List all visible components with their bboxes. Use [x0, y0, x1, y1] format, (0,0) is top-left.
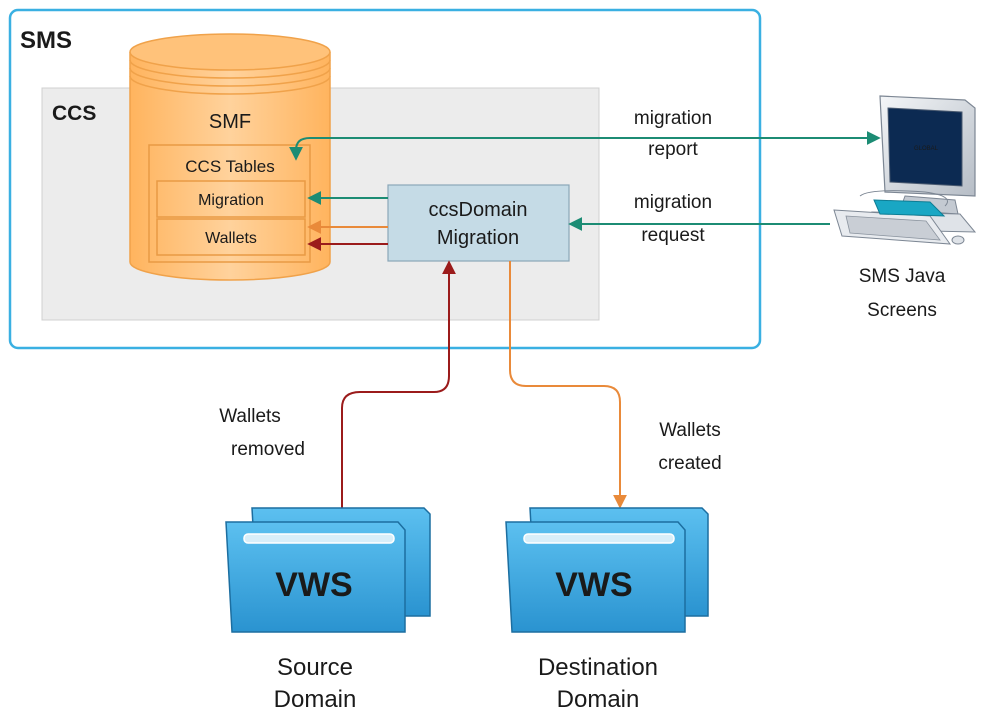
migration-table-label: Migration: [198, 192, 264, 209]
removed-label-line2: removed: [231, 439, 305, 460]
source-vws-label: VWS: [275, 566, 352, 604]
source-domain-line1: Source: [277, 654, 353, 681]
arrow-wallets-removed: [341, 260, 456, 508]
source-vws-icon: VWS: [225, 507, 431, 633]
smf-database: [129, 33, 331, 281]
ccsdomain-migration-box: [387, 184, 570, 262]
ccs-title: CCS: [52, 102, 96, 125]
report-label-line2: report: [648, 139, 698, 160]
destination-domain-line2: Domain: [557, 686, 640, 713]
created-label-line2: created: [658, 453, 721, 474]
destination-domain-line1: Destination: [538, 654, 658, 681]
migration-table: [156, 180, 306, 218]
arrow-wallets-created: [509, 261, 627, 509]
removed-label-line1: Wallets: [219, 406, 281, 427]
created-label-line1: Wallets: [659, 420, 721, 441]
arrow-migration-report: [289, 131, 881, 161]
ccs-tables-title: CCS Tables: [185, 157, 274, 176]
computer-icon: GLOBAL: [833, 95, 977, 245]
svg-text:GLOBAL: GLOBAL: [914, 146, 939, 152]
client-caption-line1: SMS Java: [859, 266, 946, 287]
destination-vws-icon: VWS: [505, 507, 709, 633]
client-caption-line2: Screens: [867, 300, 937, 321]
report-label-line1: migration: [634, 108, 712, 129]
wallets-table: [156, 218, 306, 256]
process-line2: Migration: [437, 227, 519, 249]
process-line1: ccsDomain: [429, 199, 528, 221]
request-label-line2: request: [641, 225, 705, 246]
smf-title: SMF: [209, 111, 251, 133]
sms-title: SMS: [20, 27, 72, 54]
wallets-table-label: Wallets: [205, 230, 257, 247]
destination-vws-label: VWS: [555, 566, 632, 604]
request-label-line1: migration: [634, 192, 712, 213]
source-domain-line2: Domain: [274, 686, 357, 713]
